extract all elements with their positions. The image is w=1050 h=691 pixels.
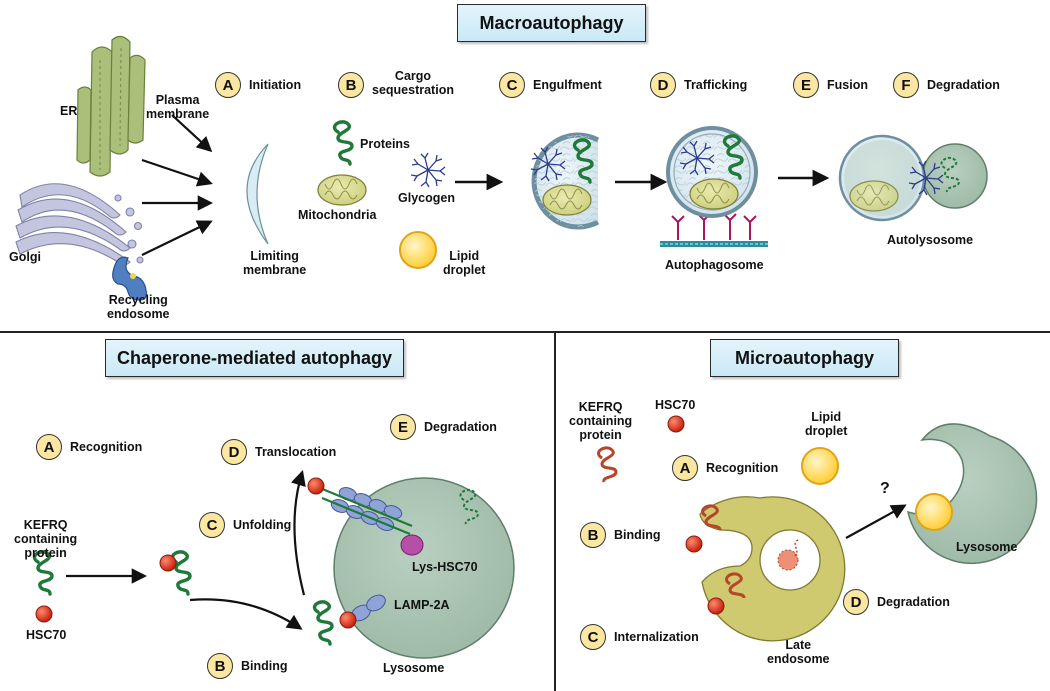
macroautophagy-title: Macroautophagy [457,4,646,42]
macro-step-c: C Engulfment [499,72,602,98]
lipid-droplet-label-micro: Lipid droplet [805,410,848,438]
golgi-organelle [15,183,144,266]
proteins-label: Proteins [360,137,411,151]
lys-hsc70-label: Lys-HSC70 [412,560,478,574]
micro-step-a: A Recognition [672,455,778,481]
step-label: Unfolding [233,518,292,532]
lysosome-label-cma: Lysosome [383,661,445,675]
protein-coil-macro [332,120,354,166]
plasma-membrane-label: Plasma membrane [146,93,210,121]
macro-step-b: B Cargo sequestration [338,69,454,98]
step-badge: B [338,72,364,98]
cma-step-e: E Degradation [390,414,497,440]
hsc70-label-cma: HSC70 [26,628,67,642]
macro-step-a: A Initiation [215,72,301,98]
mitochondria-label: Mitochondria [298,208,377,222]
golgi-label: Golgi [9,250,41,264]
step-label: Degradation [877,595,950,609]
er-organelle [76,35,146,177]
kefrq-protein-micro [597,446,618,483]
step-label: Internalization [614,630,699,644]
micro-step-b: B Binding [580,522,661,548]
mitochondrion-macro [317,174,367,206]
horizontal-divider [0,331,1050,333]
step-label: Initiation [249,78,302,92]
autolysosome-label: Autolysosome [887,233,974,247]
late-endosome [685,496,846,642]
late-endosome-label: Late endosome [767,638,830,666]
cma-step-c: C Unfolding [199,512,291,538]
vertical-divider [554,332,556,691]
step-badge: A [672,455,698,481]
hsc70-label-micro: HSC70 [655,398,696,412]
step-label: Binding [614,528,661,542]
step-badge: A [36,434,62,460]
microautophagy-title: Microautophagy [710,339,899,377]
hsc70-molecule-micro [667,415,685,433]
step-badge: E [390,414,416,440]
step-label: Degradation [927,78,1000,92]
hsc70-molecule-cma [35,605,53,623]
lysosome-label-micro: Lysosome [956,540,1018,554]
step-badge: B [207,653,233,679]
lysosome-micro [906,423,1038,565]
step-label: Recognition [706,461,779,475]
cma-title: Chaperone-mediated autophagy [105,339,404,377]
question-mark: ? [880,480,890,497]
protein-hsc70-complex-cma [159,550,192,596]
kefrq-label-cma: KEFRQ containing protein [14,518,78,560]
source-arrows [141,114,214,256]
step-label: Engulfment [533,78,602,92]
er-label: ER [60,104,78,118]
lamp2a-receptor [315,594,386,644]
lamp2a-label: LAMP-2A [394,598,450,612]
recycling-endosome-organelle [112,256,147,301]
autolysosome-vesicle [838,134,988,222]
step-badge: F [893,72,919,98]
limiting-membrane-shape [246,143,269,245]
recycling-endosome-label: Recycling endosome [107,293,170,321]
glycogen-label: Glycogen [398,191,455,205]
step-label: Trafficking [684,78,748,92]
lamp2a-translocon [307,477,480,556]
autophagosome-vesicle [660,126,768,247]
step-label: Translocation [255,445,337,459]
micro-step-c: C Internalization [580,624,699,650]
step-label: Cargo sequestration [372,69,454,97]
step-badge: E [793,72,819,98]
macro-step-d: D Trafficking [650,72,747,98]
step-label: Binding [241,659,288,673]
phagophore [530,132,600,230]
step-badge: B [580,522,606,548]
step-label: Degradation [424,420,497,434]
cma-step-b: B Binding [207,653,288,679]
glycogen-macro [410,152,446,188]
step-badge: C [499,72,525,98]
micro-step-d: D Degradation [843,589,950,615]
macro-step-e: E Fusion [793,72,868,98]
step-label: Fusion [827,78,868,92]
step-badge: A [215,72,241,98]
step-badge: D [843,589,869,615]
step-label: Recognition [70,440,143,454]
autophagosome-label: Autophagosome [665,258,764,272]
lipid-droplet-micro [801,447,839,485]
step-badge: D [221,439,247,465]
kefrq-label-micro: KEFRQ containing protein [569,400,633,442]
step-badge: C [580,624,606,650]
cma-step-d: D Translocation [221,439,336,465]
limiting-membrane-label: Limiting membrane [243,249,307,277]
step-badge: C [199,512,225,538]
lipid-droplet-label-macro: Lipid droplet [443,249,486,277]
cma-step-a: A Recognition [36,434,142,460]
macro-step-f: F Degradation [893,72,1000,98]
step-badge: D [650,72,676,98]
lipid-droplet-macro [399,231,437,269]
